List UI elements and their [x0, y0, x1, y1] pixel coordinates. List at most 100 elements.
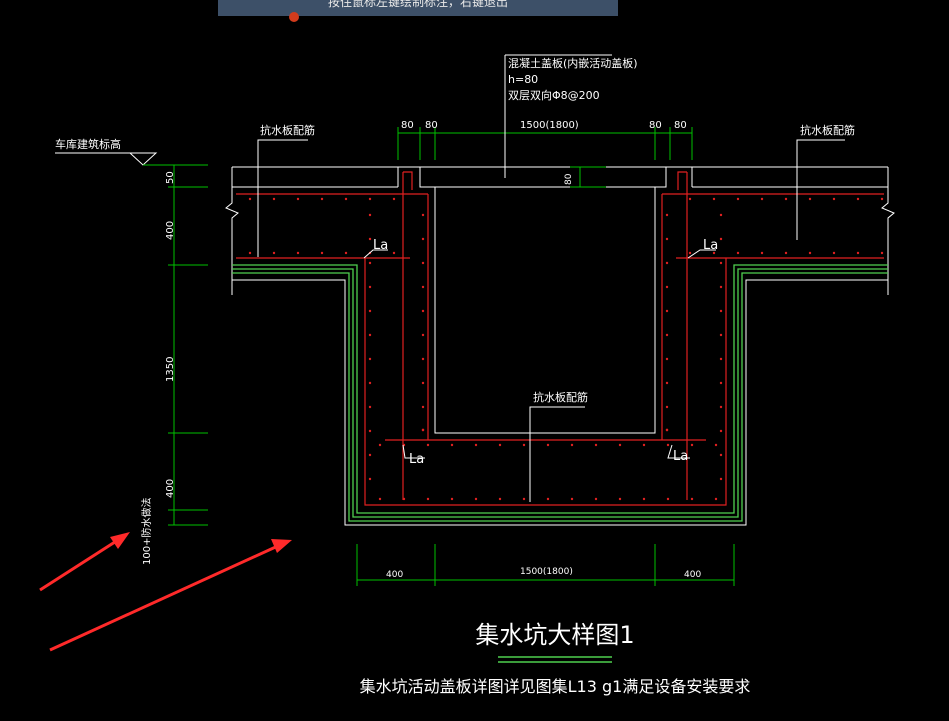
- la-label-top-right: La: [703, 238, 718, 253]
- title-block: 集水坑大样图1 集水坑活动盖板详图详见图集L13 g1满足设备安装要求: [360, 621, 751, 696]
- rebar-dot: [642, 443, 646, 447]
- rebar-dot: [784, 197, 788, 201]
- rebar-dot: [368, 261, 372, 265]
- arrow-icon-lower: [49, 539, 292, 652]
- dim-left-50: 50: [165, 171, 176, 184]
- rebar-dot: [880, 197, 884, 201]
- rebar-dot: [719, 333, 723, 337]
- rebar-dot: [450, 497, 454, 501]
- rebar-dot: [690, 497, 694, 501]
- leader-lines: [257, 54, 845, 502]
- rebar-dot: [760, 251, 764, 255]
- left-dimension-chain: [168, 164, 208, 526]
- rebar-dot: [665, 357, 669, 361]
- rebar-dot: [714, 497, 718, 501]
- rebar-dot: [272, 197, 276, 201]
- rebar-lines: [236, 171, 884, 506]
- rebar-dot: [421, 381, 425, 385]
- anti-float-rebar-bottom-label: 抗水板配筋: [533, 390, 588, 404]
- rebar-dot: [760, 197, 764, 201]
- left-dimension-texts: 50 400 1350 400 100+防水做法: [140, 171, 176, 565]
- rebar-dot: [594, 443, 598, 447]
- rebar-dot: [719, 261, 723, 265]
- top-dimension-texts: 80 80 1500(1800) 80 80 80: [401, 120, 687, 185]
- rebar-dot: [736, 197, 740, 201]
- rebar-dot: [688, 197, 692, 201]
- rebar-dot: [719, 381, 723, 385]
- rebar-dot: [618, 497, 622, 501]
- dim-top-80-3: 80: [649, 120, 662, 131]
- rebar-dot: [368, 213, 372, 217]
- dim-left-1350: 1350: [165, 357, 176, 382]
- rebar-dot: [392, 197, 396, 201]
- rebar-dot: [320, 197, 324, 201]
- rebar-dot: [368, 237, 372, 241]
- dim-bottom-1500: 1500(1800): [520, 567, 573, 577]
- dim-top-1500: 1500(1800): [520, 120, 579, 131]
- dim-bottom-400-left: 400: [386, 570, 403, 580]
- rebar-dot: [719, 237, 723, 241]
- cover-thickness-label: h=80: [508, 73, 538, 86]
- rebar-dot: [570, 443, 574, 447]
- rebar-dot: [690, 443, 694, 447]
- rebar-dot: [856, 197, 860, 201]
- command-tooltip: 按住鼠标左键绘制标注，右键退出: [218, 0, 618, 16]
- rebar-dots: [248, 197, 884, 501]
- rebar-dot: [421, 405, 425, 409]
- rebar-dot: [344, 197, 348, 201]
- waterproofing-layers: [232, 264, 888, 522]
- rebar-dot: [402, 497, 406, 501]
- la-label-bottom-right: La: [673, 449, 688, 464]
- rebar-dot: [421, 357, 425, 361]
- rebar-dot: [719, 357, 723, 361]
- rebar-dot: [719, 453, 723, 457]
- rebar-dot: [368, 357, 372, 361]
- rebar-dot: [712, 197, 716, 201]
- rebar-dot: [665, 381, 669, 385]
- garage-elevation-marker: 车库建筑标高: [55, 137, 205, 166]
- rebar-dot: [570, 497, 574, 501]
- rebar-dot: [522, 497, 526, 501]
- rebar-dot: [856, 251, 860, 255]
- rebar-dot: [368, 405, 372, 409]
- rebar-dot: [880, 251, 884, 255]
- dim-cover-thickness: 80: [564, 173, 574, 185]
- rebar-dot: [712, 251, 716, 255]
- rebar-dot: [421, 237, 425, 241]
- rebar-dot: [665, 285, 669, 289]
- rebar-dot: [378, 443, 382, 447]
- rebar-dot: [296, 197, 300, 201]
- rebar-dot: [808, 251, 812, 255]
- rebar-dot: [368, 285, 372, 289]
- annotation-texts: 混凝土盖板(内嵌活动盖板) h=80 双层双向Φ8@200 抗水板配筋 抗水板配…: [260, 56, 855, 467]
- cover-title-label: 混凝土盖板(内嵌活动盖板): [508, 56, 638, 70]
- rebar-dot: [296, 251, 300, 255]
- la-label-bottom-left: La: [409, 452, 424, 467]
- rebar-dot: [426, 497, 430, 501]
- rebar-dot: [498, 497, 502, 501]
- rebar-dot: [392, 251, 396, 255]
- rebar-dot: [378, 497, 382, 501]
- rebar-dot: [666, 497, 670, 501]
- rebar-dot: [832, 197, 836, 201]
- dim-bottom-400-right: 400: [684, 570, 701, 580]
- rebar-dot: [719, 213, 723, 217]
- rebar-dot: [719, 429, 723, 433]
- rebar-dot: [248, 197, 252, 201]
- rebar-dot: [546, 497, 550, 501]
- rebar-dot: [272, 251, 276, 255]
- rebar-dot: [320, 251, 324, 255]
- garage-elevation-label: 车库建筑标高: [55, 137, 121, 151]
- rebar-dot: [546, 443, 550, 447]
- rebar-dot: [719, 477, 723, 481]
- rebar-dot: [808, 197, 812, 201]
- rebar-dot: [665, 213, 669, 217]
- rebar-dot: [421, 333, 425, 337]
- rebar-dot: [665, 237, 669, 241]
- rebar-dot: [368, 477, 372, 481]
- rebar-dot: [421, 213, 425, 217]
- rebar-dot: [426, 443, 430, 447]
- rebar-dot: [784, 251, 788, 255]
- rebar-dot: [665, 333, 669, 337]
